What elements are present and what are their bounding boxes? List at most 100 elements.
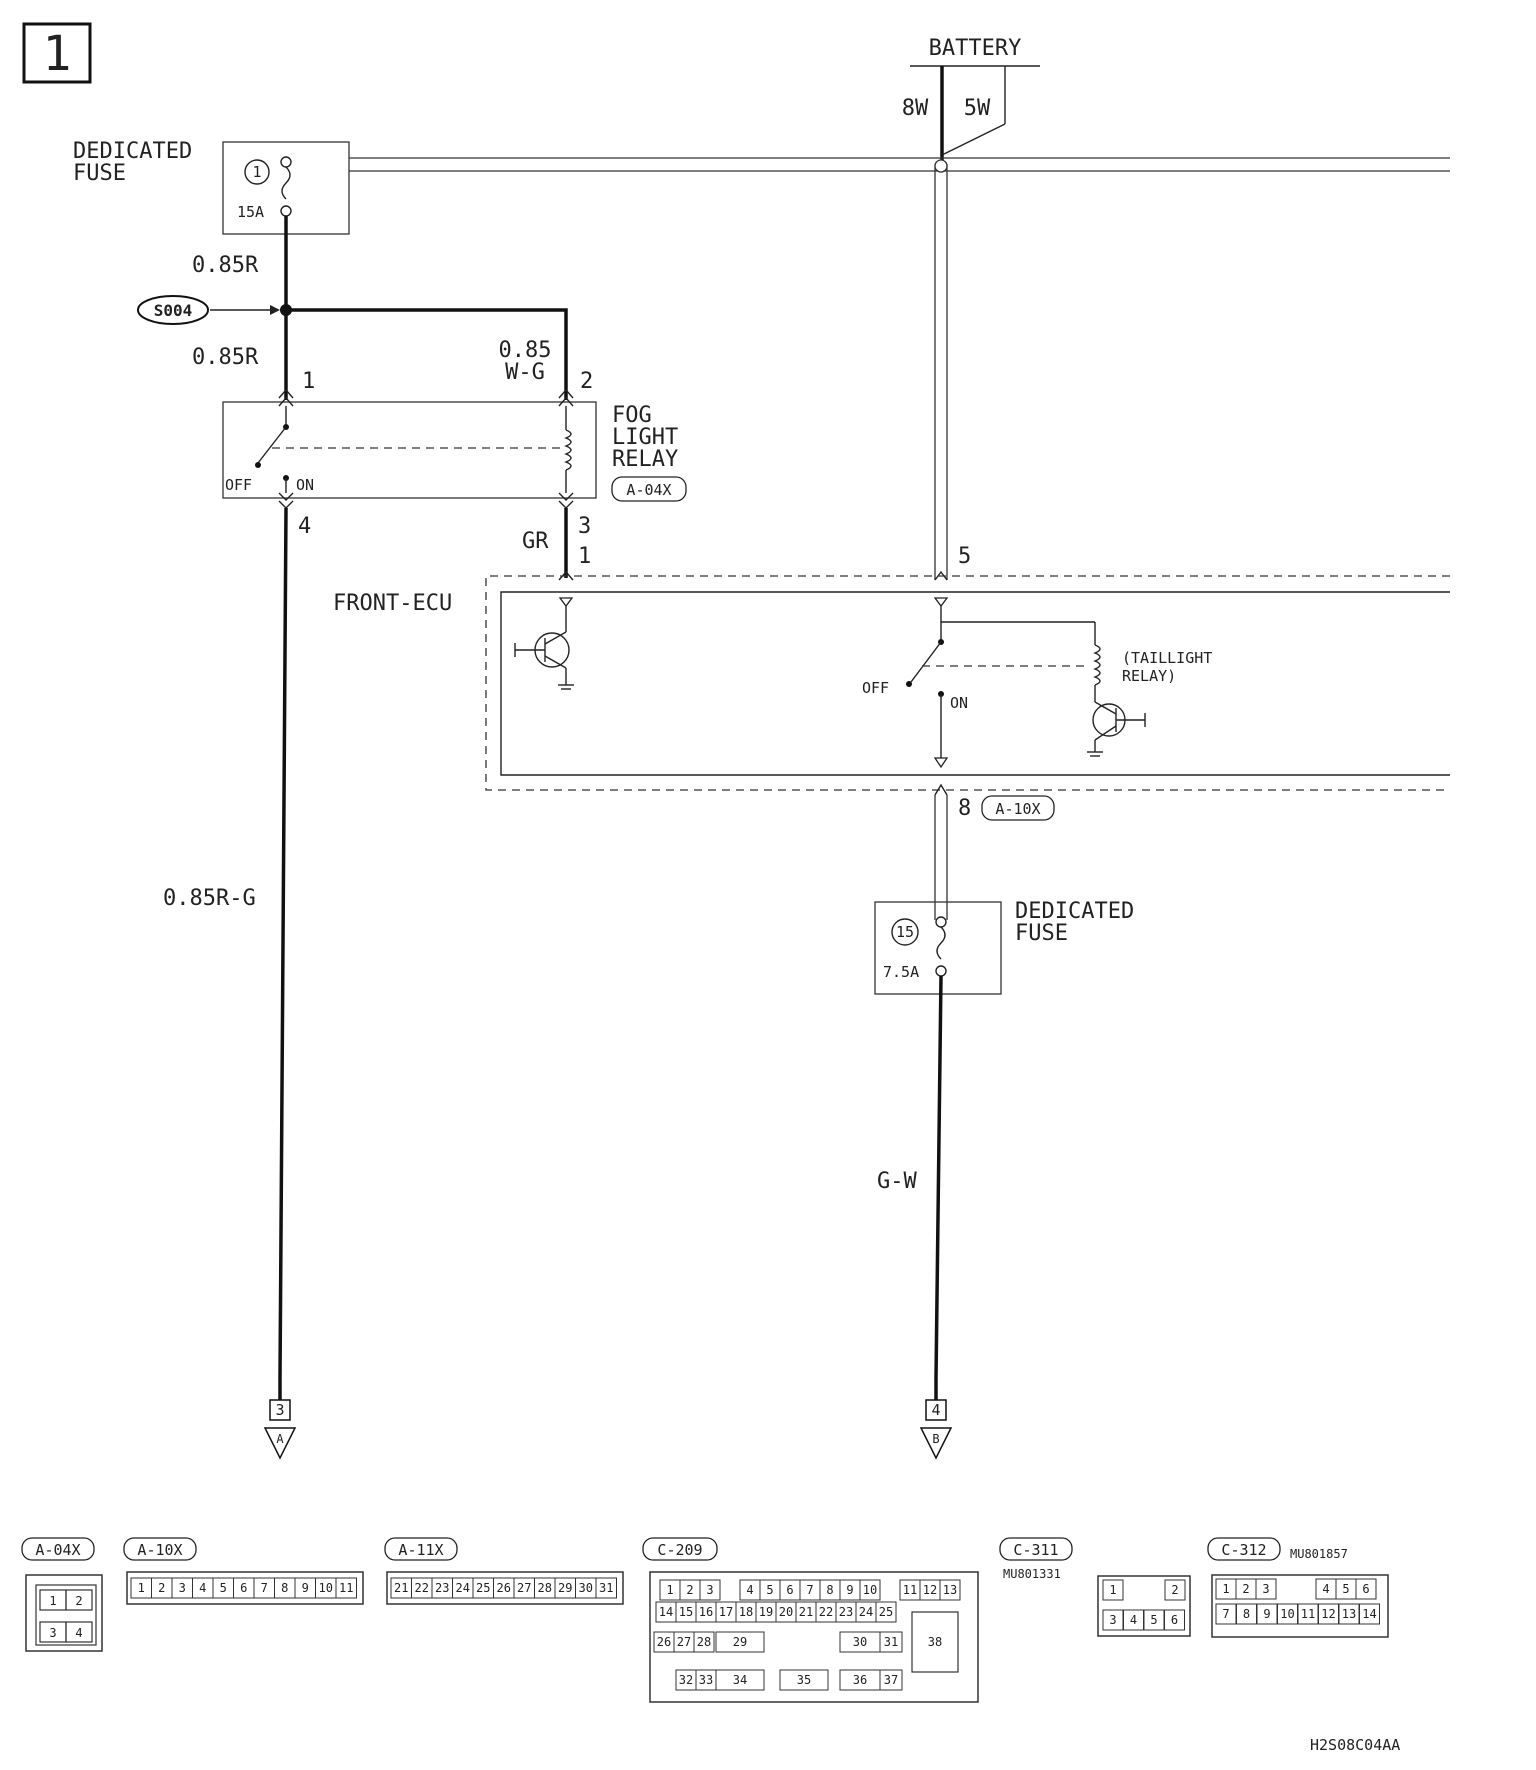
c209-cell [715,1631,765,1653]
fuse1-number: 1 [252,163,261,181]
c209-pin: 24 [859,1605,873,1619]
c209-pin: 11 [903,1583,917,1597]
connector-b-label: B [932,1432,939,1446]
fog-relay-label-1: FOG [612,403,652,428]
a10x-pin: 9 [302,1581,309,1595]
battery-8w-label: 8W [902,96,929,121]
c209-cell [699,1579,721,1601]
a10x-tag: A-10X [995,800,1040,818]
c312-name: C-312 [1221,1541,1266,1559]
c209-pin: 31 [884,1635,898,1649]
a11x-pin: 24 [456,1581,470,1595]
ecu-pin-8: 8 [958,796,971,821]
wire-gr-label: GR [522,529,549,554]
a11x-pin: 22 [415,1581,429,1595]
ecu-off-label: OFF [862,679,889,697]
dedicated-fuse-15: 15 7.5A DEDICATED FUSE [874,899,1134,995]
a04x-pin: 2 [75,1594,82,1608]
c209-pin: 38 [928,1635,942,1649]
a10x-pin: 10 [319,1581,333,1595]
c312-cell [1355,1578,1377,1600]
a10x-name: A-10X [137,1541,182,1559]
c209-pin: 32 [679,1673,693,1687]
a10x-pin: 11 [339,1581,353,1595]
c209-pin: 5 [766,1583,773,1597]
c209-pin: 25 [879,1605,893,1619]
wire-085rg-label: 0.85R-G [163,886,256,911]
fog-relay-connector: A-04X [626,481,671,499]
a10x-cell [335,1577,357,1599]
c311-cell [1102,1579,1124,1601]
c209-cell [779,1669,829,1691]
wire-wg-label: W-G [505,360,545,385]
c209-pin: 19 [759,1605,773,1619]
c311-pin: 2 [1171,1583,1178,1597]
front-ecu: FRONT-ECU OFF ON [333,575,1450,791]
c312-pin: 2 [1242,1582,1249,1596]
fog-relay-label-2: LIGHT [612,425,678,450]
s004-label: S004 [154,301,193,320]
c209-pin: 8 [826,1583,833,1597]
c312-pin: 10 [1280,1607,1294,1621]
dedicated-fuse-label-line2: FUSE [73,161,126,186]
a04x-pin: 3 [49,1626,56,1640]
a10x-pin: 8 [281,1581,288,1595]
taillight-relay-label-2: RELAY) [1122,667,1176,685]
c209-cell [939,1579,961,1601]
relay-pin-1: 1 [302,369,315,394]
a11x-pin: 21 [394,1581,408,1595]
a11x-pin: 25 [476,1581,490,1595]
a10x-pin: 7 [261,1581,268,1595]
c209-pin: 1 [666,1583,673,1597]
c209-pin: 22 [819,1605,833,1619]
fuse15-number: 15 [896,923,914,941]
a11x-pin: 28 [538,1581,552,1595]
fog-light-relay: OFF ON FOG LIGHT RELAY A-04X [222,388,687,509]
c209-pin: 28 [697,1635,711,1649]
a11x-pin: 23 [435,1581,449,1595]
c209-pin: 14 [659,1605,673,1619]
front-ecu-label: FRONT-ECU [333,591,452,616]
c312-pin: 12 [1321,1607,1335,1621]
wire-gw-label: G-W [877,1169,917,1194]
c209-cell [715,1669,765,1691]
relay-off-label: OFF [225,476,252,494]
c209-pin: 35 [797,1673,811,1687]
c311-pin: 3 [1109,1613,1116,1627]
c312-pin: 8 [1243,1607,1250,1621]
a10x-pin: 5 [220,1581,227,1595]
connector-4-label: 4 [931,1401,940,1419]
c311-pin: 6 [1171,1613,1178,1627]
output-connector-a: 3 A [263,1399,297,1460]
c311-cell [1164,1579,1186,1601]
document-code: H2S08C04AA [1310,1736,1400,1754]
relay-on-label: ON [296,476,314,494]
a11x-name: A-11X [398,1541,443,1559]
c209-pin: 16 [699,1605,713,1619]
a11x-cell [595,1577,617,1599]
c312-pin: 9 [1263,1607,1270,1621]
c209-pin: 3 [706,1583,713,1597]
c209-pin: 7 [806,1583,813,1597]
ecu-on-label: ON [950,694,968,712]
a10x-pin: 4 [199,1581,206,1595]
c209-pin: 17 [719,1605,733,1619]
s004-splice: S004 [137,295,292,325]
c209-pin: 26 [657,1635,671,1649]
a10x-pin: 3 [179,1581,186,1595]
a10x-pin: 2 [158,1581,165,1595]
c209-name: C-209 [657,1541,702,1559]
c209-pin: 12 [923,1583,937,1597]
a11x-pin: 30 [579,1581,593,1595]
dedicated-fuse-15-label-1: DEDICATED [1015,899,1134,924]
c209-pin: 15 [679,1605,693,1619]
c209-pin: 13 [943,1583,957,1597]
relay-pin-4: 4 [298,514,311,539]
c209-pin: 37 [884,1673,898,1687]
a04x-pin: 1 [49,1594,56,1608]
c312-cell [1359,1603,1380,1625]
c209-pin: 23 [839,1605,853,1619]
